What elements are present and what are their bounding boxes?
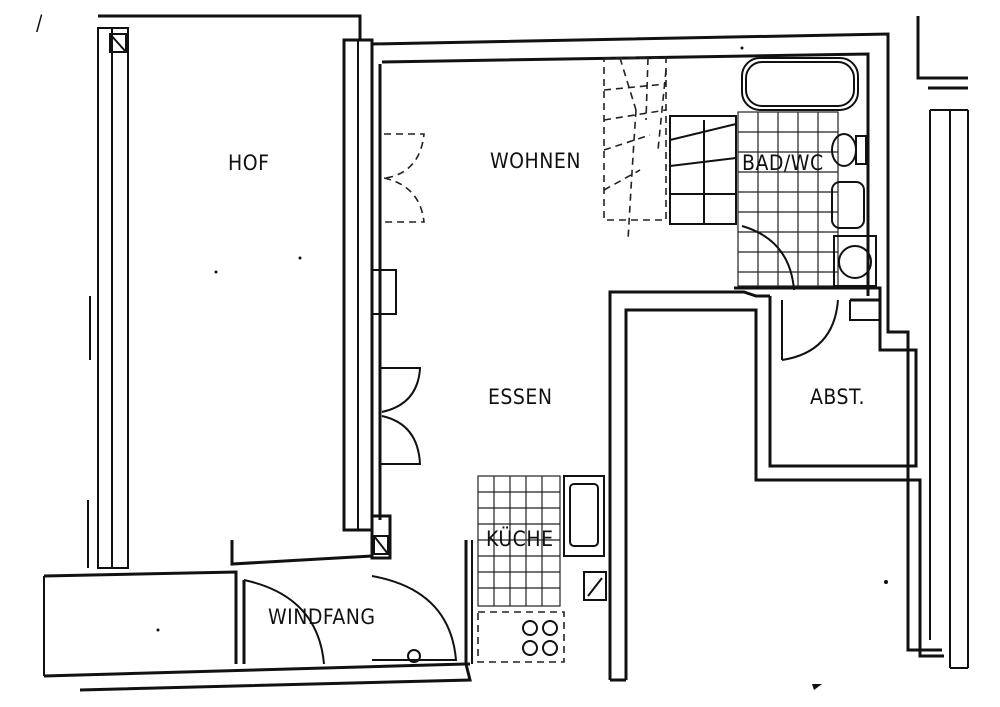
outer-walls xyxy=(371,16,968,668)
bathroom xyxy=(734,57,882,300)
page-mark: / xyxy=(36,11,43,35)
kitchen-tiles xyxy=(477,475,561,607)
party-wall xyxy=(342,38,397,532)
stove-burner xyxy=(522,620,538,636)
staircase xyxy=(603,57,737,241)
kitchen xyxy=(464,475,607,666)
room-label-kueche: KÜCHE xyxy=(486,526,554,551)
bathroom-tiles xyxy=(737,111,839,287)
room-label-hof: HOF xyxy=(228,151,269,175)
room-label-bad-wc: BAD/WC xyxy=(742,151,824,175)
room-label-wohnen: WOHNEN xyxy=(490,149,581,173)
inner-partitions xyxy=(608,290,944,680)
entrance xyxy=(43,514,626,692)
living-doors xyxy=(380,133,425,465)
bathtub xyxy=(741,57,859,111)
scan-dots xyxy=(156,46,888,690)
washbasin xyxy=(831,181,865,229)
hof-outline xyxy=(87,14,362,569)
toilet xyxy=(831,133,857,167)
room-label-essen: ESSEN xyxy=(488,385,553,409)
room-label-windfang: WINDFANG xyxy=(268,605,376,629)
sink xyxy=(563,475,605,557)
room-label-abst: ABST. xyxy=(810,385,865,409)
abstellraum-door xyxy=(781,299,839,361)
adjacent-building xyxy=(950,110,969,669)
washing-machine xyxy=(838,245,872,279)
